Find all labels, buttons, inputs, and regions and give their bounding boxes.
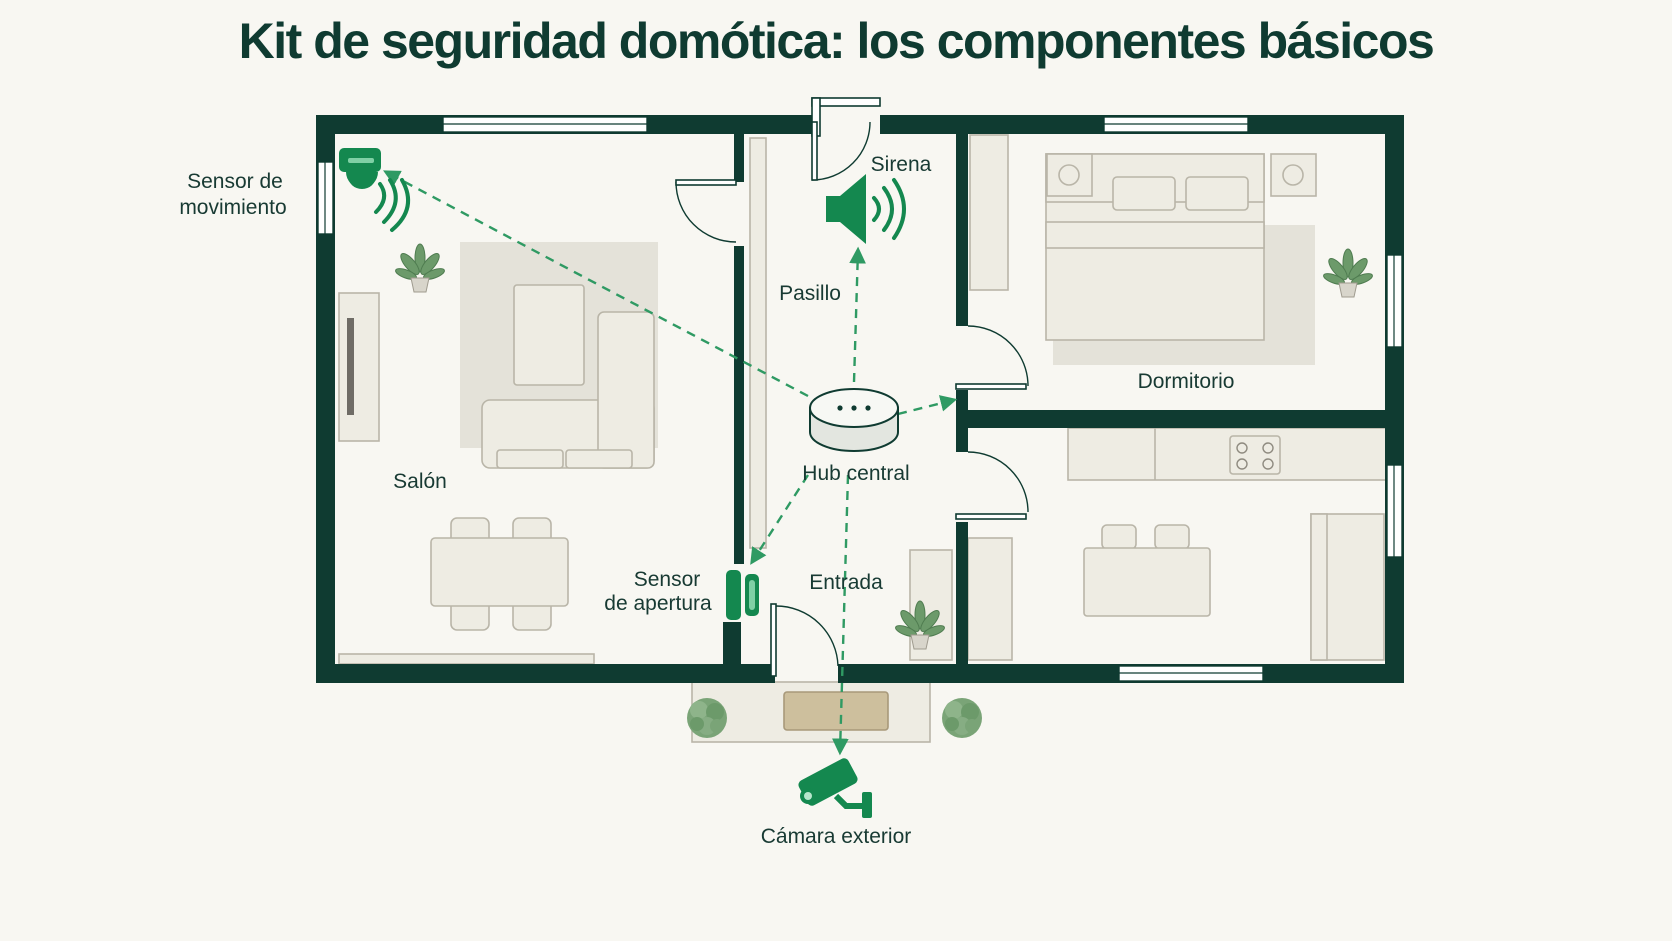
link-to-siren: [849, 246, 866, 383]
smart-hub-icon: [809, 388, 899, 452]
hub-label: Hub central: [802, 462, 909, 485]
bedroom-furniture: [969, 134, 1375, 365]
link-to-door-sensor: [750, 474, 810, 565]
motion-sensor-icon: [339, 148, 411, 232]
hub-connections: [383, 170, 958, 756]
doors: [675, 97, 1029, 677]
windows: [317, 116, 1403, 682]
room-label-dormitorio: Dormitorio: [1138, 370, 1235, 393]
camera-label: Cámara exterior: [761, 825, 912, 848]
door-sensor-label-line2: de apertura: [604, 592, 712, 615]
siren-label: Sirena: [871, 153, 932, 176]
exterior-entrance: [687, 681, 982, 743]
motion-sensor-label-line1: Sensor de: [187, 170, 283, 193]
hallway-furniture: [749, 137, 953, 661]
room-label-entrada: Entrada: [809, 571, 883, 594]
door-sensor-label-line1: Sensor: [634, 568, 701, 591]
room-label-salon: Salón: [393, 470, 447, 493]
speaker-icon: [826, 174, 906, 244]
link-to-camera: [831, 474, 850, 756]
motion-sensor-label-line2: movimiento: [179, 196, 286, 219]
link-to-bedroom: [897, 395, 958, 416]
diagram-title: Kit de seguridad domótica: los component…: [238, 13, 1435, 69]
kitchen-furniture: [967, 427, 1387, 661]
security-camera-icon: [798, 758, 872, 818]
living-room-furniture: [338, 242, 658, 665]
contact-sensor-icon: [726, 570, 759, 620]
room-label-pasillo: Pasillo: [779, 282, 841, 305]
